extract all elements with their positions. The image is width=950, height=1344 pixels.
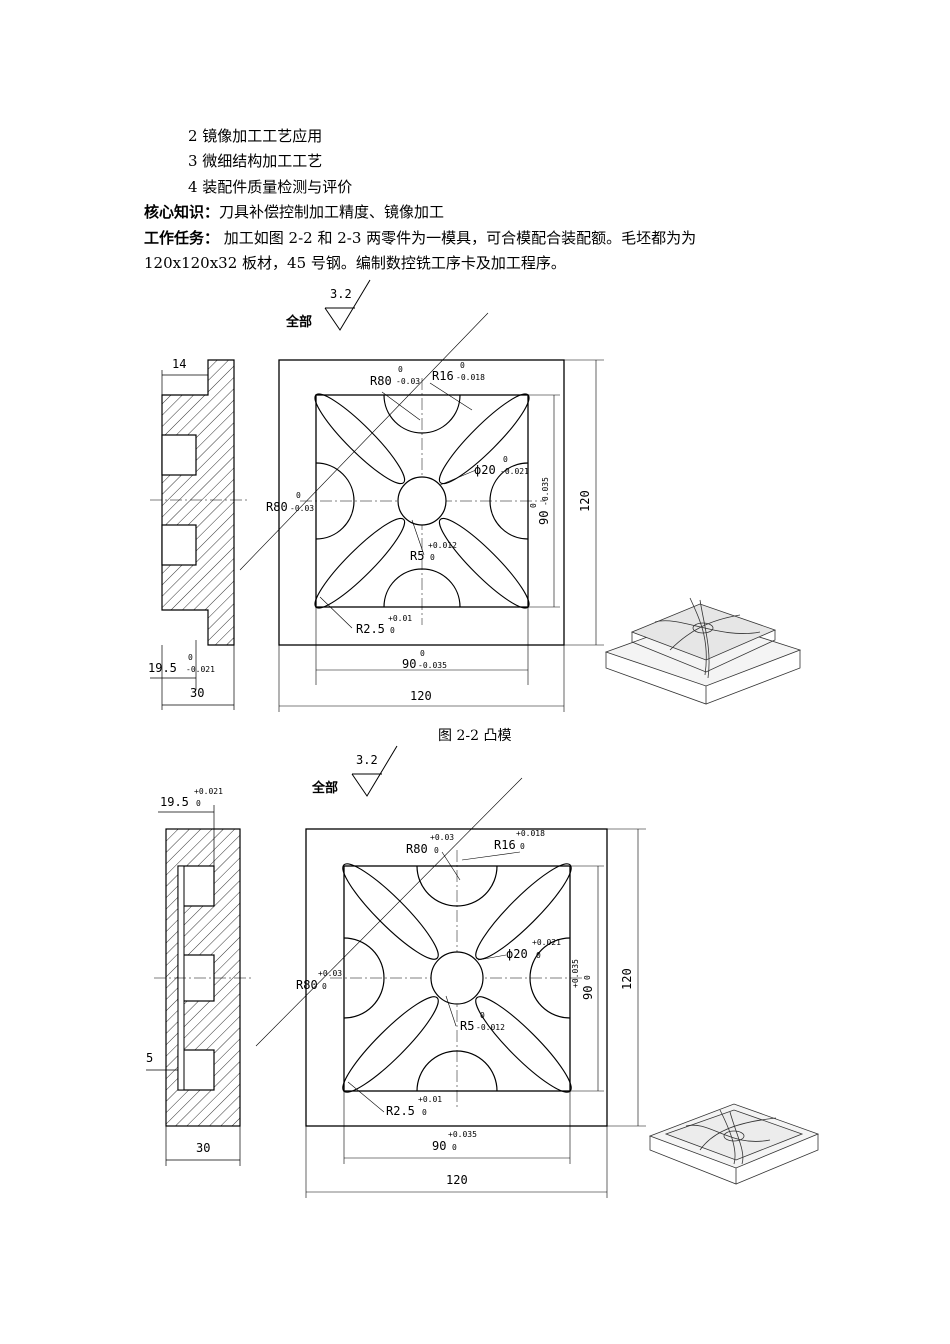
fig1-dim-r80-top-tol: 0 [398, 365, 403, 374]
list-item-3: 3 微细结构加工工艺 [188, 152, 323, 170]
fig2-dim-r80-top-tol: +0.03 [430, 833, 454, 842]
fig2-dim-r5: R5 [460, 1019, 474, 1033]
fig2-dim-r16-tol2: 0 [520, 842, 525, 851]
fig1-roughness-label: 全部 [285, 314, 312, 330]
fig1-dim-r80-left: R80 [266, 500, 288, 514]
fig1-dim-195: 19.5 [148, 661, 177, 675]
fig2-dim-r25-tol: +0.01 [418, 1095, 442, 1104]
core-knowledge-text: 刀具补偿控制加工精度、镜像加工 [219, 203, 445, 221]
fig2-dim-120-right: 120 [620, 968, 634, 990]
fig1-side-view: 14 19.5 0 -0.021 30 [148, 357, 248, 710]
fig1-dim-90-tol2: -0.035 [418, 661, 447, 670]
fig2-front-view: R80 +0.03 0 R16 +0.018 0 ϕ20 +0.021 0 R8… [255, 777, 646, 1198]
fig1-dim-r80-left-tol2: -0.03 [290, 504, 314, 513]
fig2-dim-r80-top: R80 [406, 842, 428, 856]
fig1-dim-r80-top: R80 [370, 374, 392, 388]
fig2-dim-r80-left: R80 [296, 978, 318, 992]
task-line-2: 120x120x32 板材，45 号钢。编制数控铣工序卡及加工程序。 [144, 254, 566, 272]
fig1-dim-120-right: 120 [578, 490, 592, 512]
fig1-dim-90-tol: 0 [420, 649, 425, 658]
fig2-dim-phi20: ϕ20 [506, 947, 528, 961]
fig1-dim-90r-tol: 0 [529, 503, 538, 508]
fig2-roughness-label: 全部 [311, 780, 338, 796]
fig1-dim-90-bottom: 90 [402, 657, 416, 671]
fig1-dim-90-right: 90 [537, 511, 551, 525]
fig1-dim-90r-tol2: -0.035 [541, 477, 550, 506]
fig2-dim-90r-tol2: 0 [583, 975, 592, 980]
fig1-dim-phi20-tol: 0 [503, 455, 508, 464]
core-knowledge: 核心知识：刀具补偿控制加工精度、镜像加工 [144, 202, 444, 222]
fig2-iso-view [648, 1103, 820, 1185]
fig2-dim-90-bottom: 90 [432, 1139, 446, 1153]
fig1-dim-r5: R5 [410, 549, 424, 563]
fig2-dim-195-tol2: 0 [196, 799, 201, 808]
fig2-dim-195-tol: +0.021 [194, 787, 223, 796]
fig2-dim-r5-tol: 0 [480, 1011, 485, 1020]
fig1-dim-r16-tol: 0 [460, 361, 465, 370]
list-item-4: 4 装配件质量检测与评价 [188, 178, 353, 196]
fig1-dim-120-bottom: 120 [410, 689, 432, 703]
fig1-dim-phi20-tol2: -0.021 [500, 467, 529, 476]
fig2-dim-90-tol: +0.035 [448, 1130, 477, 1139]
fig2-dim-120-bottom: 120 [446, 1173, 468, 1187]
fig1-iso-view [604, 597, 802, 705]
fig1-dim-r5-tol2: 0 [430, 553, 435, 562]
fig1-dim-r16-tol2: -0.018 [456, 373, 485, 382]
task-line-1: 工作任务： 加工如图 2-2 和 2-3 两零件为一模具，可合模配合装配额。毛坯… [144, 228, 696, 248]
fig1-dim-14: 14 [172, 357, 186, 371]
fig2-dim-r80-top-tol2: 0 [434, 846, 439, 855]
fig1-dim-r25: R2.5 [356, 622, 385, 636]
fig2-dim-r16: R16 [494, 838, 516, 852]
fig2-dim-phi20-tol2: 0 [536, 951, 541, 960]
fig1-dim-r80-left-tol: 0 [296, 491, 301, 500]
task-text-1: 加工如图 2-2 和 2-3 两零件为一模具，可合模配合装配额。毛坯都为为 [219, 229, 697, 247]
fig2-drawing: 全部 3.2 19.5 +0.021 0 5 30 [146, 745, 820, 1198]
fig2-dim-30: 30 [196, 1141, 210, 1155]
fig1-dim-30: 30 [190, 686, 204, 700]
fig1-dim-r5-tol: +0.012 [428, 541, 457, 550]
fig2-roughness-value: 3.2 [356, 753, 378, 767]
fig1-dim-r25-tol2: 0 [390, 626, 395, 635]
fig1-roughness-value: 3.2 [330, 287, 352, 301]
core-knowledge-label: 核心知识： [144, 203, 220, 221]
fig2-dim-90-right: 90 [581, 986, 595, 1000]
fig2-dim-r5-tol2: -0.012 [476, 1023, 505, 1032]
fig1-drawing: 全部 3.2 14 19.5 0 -0.021 30 [148, 279, 802, 712]
fig2-dim-r80-left-tol2: 0 [322, 982, 327, 991]
task-label: 工作任务： [144, 229, 220, 247]
fig1-dim-r80-top-tol2: -0.03 [396, 377, 420, 386]
fig2-dim-90r-tol: +0.035 [571, 959, 580, 988]
fig2-dim-195: 19.5 [160, 795, 189, 809]
fig2-dim-90-tol2: 0 [452, 1143, 457, 1152]
fig1-caption: 图 2-2 凸模 [438, 728, 512, 744]
fig2-dim-r25-tol2: 0 [422, 1108, 427, 1117]
fig2-dim-r25: R2.5 [386, 1104, 415, 1118]
fig1-dim-195-tol2: -0.021 [186, 665, 215, 674]
fig1-dim-phi20: ϕ20 [474, 463, 496, 477]
list-item-2: 2 镜像加工工艺应用 [188, 127, 323, 145]
fig2-dim-phi20-tol: +0.021 [532, 938, 561, 947]
fig1-dim-r25-tol: +0.01 [388, 614, 412, 623]
fig1-dim-195-tol: 0 [188, 653, 193, 662]
fig2-dim-5: 5 [146, 1051, 153, 1065]
fig1-dim-r16: R16 [432, 369, 454, 383]
fig2-dim-r80-left-tol: +0.03 [318, 969, 342, 978]
fig1-front-view: R80 0 -0.03 R16 0 -0.018 ϕ20 0 -0.021 R8… [239, 312, 604, 712]
fig2-dim-r16-tol: +0.018 [516, 829, 545, 838]
fig2-side-view: 19.5 +0.021 0 5 30 [146, 787, 252, 1166]
